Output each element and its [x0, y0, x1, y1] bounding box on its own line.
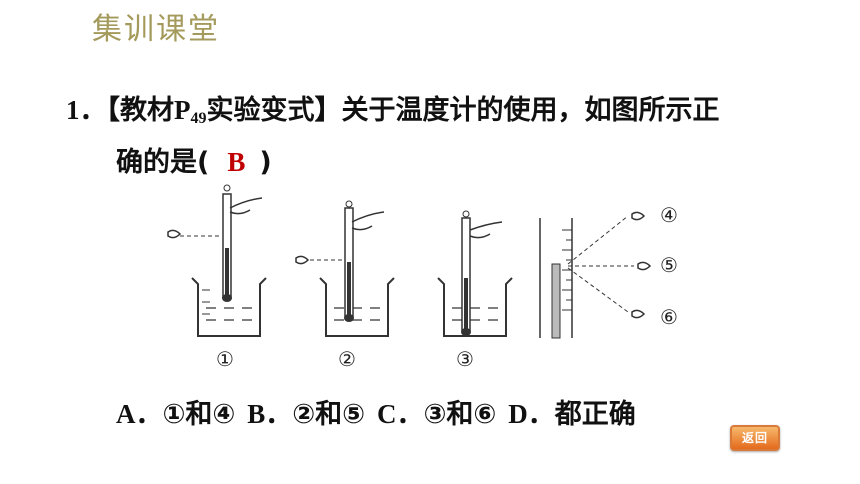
header-title: 集训课堂 — [92, 12, 220, 47]
question-line-2: 确的是( B) — [116, 140, 272, 179]
option-a[interactable]: A．①和④ — [116, 399, 236, 430]
option-d[interactable]: D．都正确 — [508, 399, 636, 430]
question-text-line2-start: 确的是( — [116, 147, 210, 178]
option-c[interactable]: C．③和⑥ — [376, 399, 497, 430]
beaker-1-diagram — [167, 184, 267, 337]
figure-label-4: ④ — [660, 203, 678, 227]
figure-label-2: ② — [338, 347, 356, 371]
question-text-line1: 关于温度计的使用，如图所示正 — [341, 95, 720, 126]
figure-label-1: ① — [216, 347, 234, 371]
question-source-letter: P — [174, 95, 191, 125]
answer-options: A．①和④ B．②和⑤ C．③和⑥ D．都正确 — [116, 392, 648, 431]
figure-label-6: ⑥ — [660, 305, 678, 329]
answer-letter: B — [227, 147, 246, 177]
back-button[interactable]: 返回 — [730, 425, 780, 451]
thermometer-figure: ① ② ③ ④ ⑤ ⑥ — [167, 184, 678, 371]
option-b[interactable]: B．②和⑤ — [247, 399, 365, 430]
figure-label-5: ⑤ — [660, 253, 678, 277]
question-line-1: 1．【教材P49实验变式】关于温度计的使用，如图所示正 — [66, 88, 720, 128]
question-source-open: 【教材 — [106, 95, 175, 126]
figure-label-3: ③ — [456, 347, 474, 371]
beaker-2-diagram — [295, 200, 395, 337]
beaker-3-diagram — [437, 210, 513, 337]
question-source-close: 实验变式】 — [206, 95, 342, 126]
reading-angle-diagram — [539, 211, 652, 339]
question-number: 1． — [66, 95, 107, 125]
question-source-page: 49 — [190, 110, 207, 127]
question-text-line2-end: ) — [259, 147, 272, 178]
